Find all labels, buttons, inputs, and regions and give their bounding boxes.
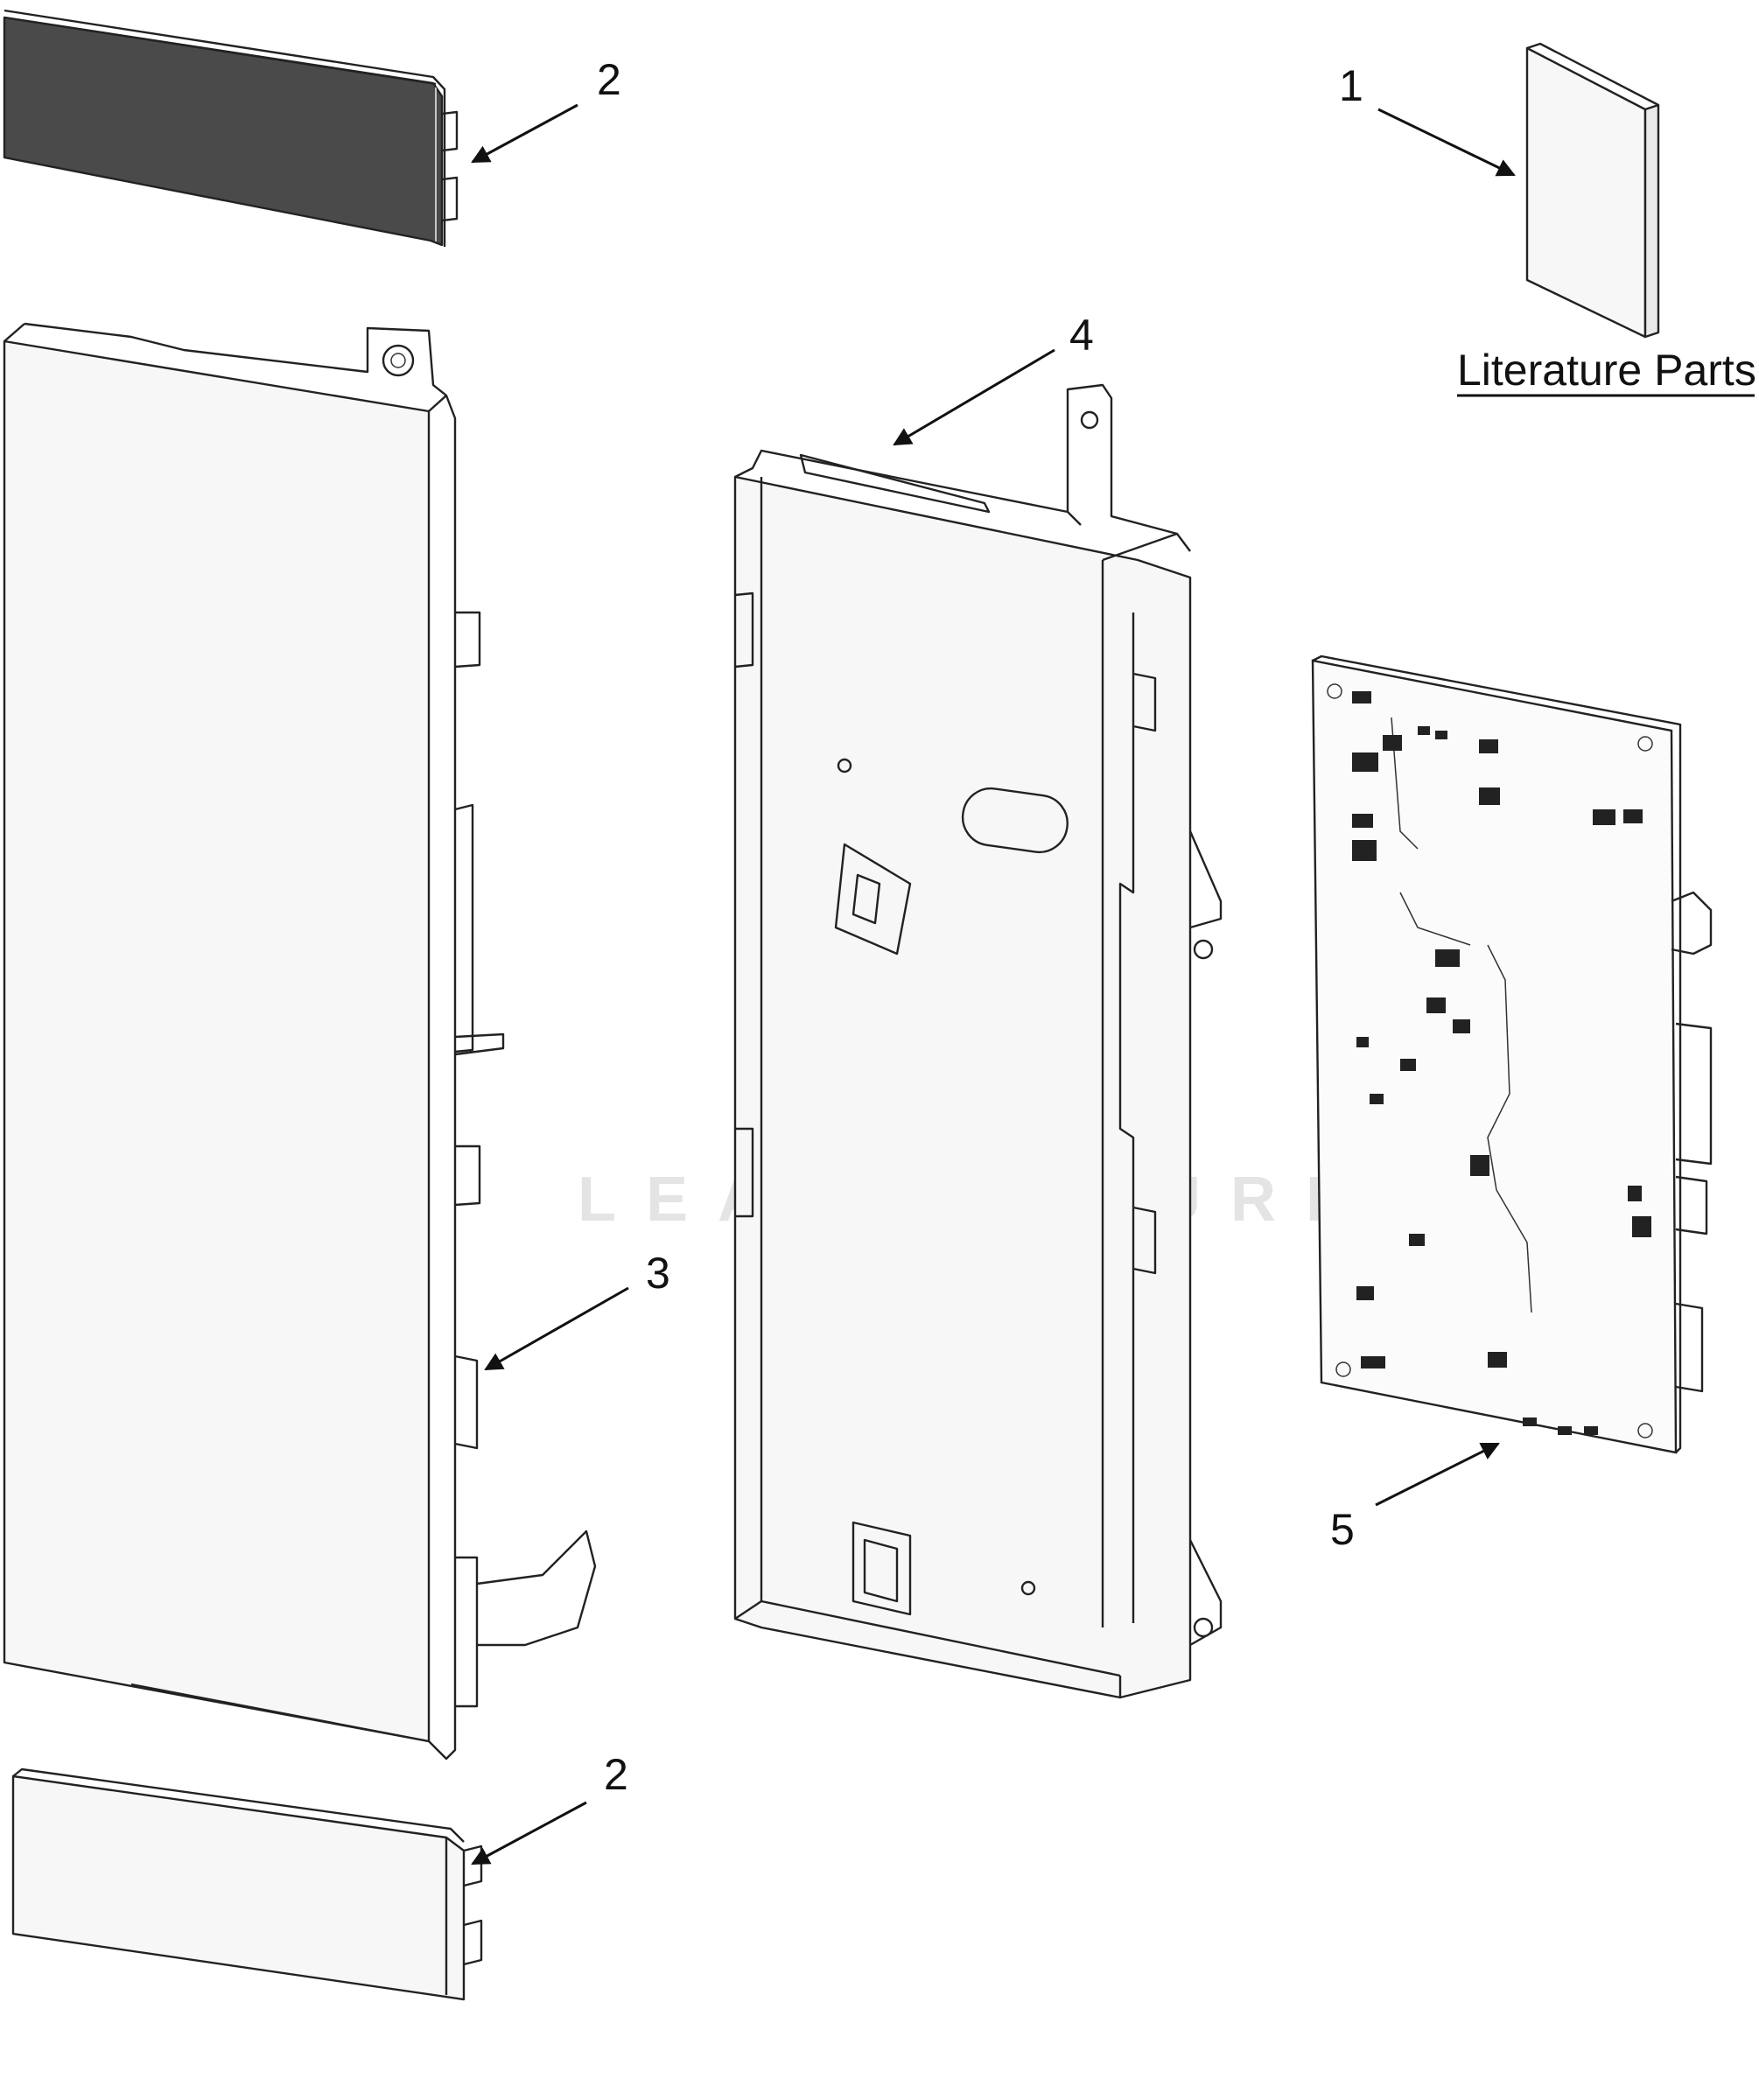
callout-leader-3: [484, 1286, 629, 1371]
callout-label-2-top: 2: [597, 55, 621, 104]
callout-leader-2-top: [471, 103, 578, 164]
circuit-board: [1311, 654, 1713, 1454]
section-title: Literature Parts: [1457, 346, 1756, 395]
callout-label-3: 3: [646, 1249, 670, 1298]
callout-leader-1: [1377, 108, 1516, 177]
callout-leader-4: [893, 348, 1055, 446]
front-panel: [3, 322, 597, 1760]
housing: [733, 383, 1223, 1699]
callout-leader-5: [1375, 1442, 1500, 1507]
end-cap-bottom: [11, 1768, 483, 2001]
callout-label-5: 5: [1330, 1505, 1355, 1554]
callout-label-2-bottom: 2: [604, 1750, 628, 1799]
literature: [1525, 42, 1660, 339]
callout-label-1: 1: [1339, 61, 1363, 110]
end-cap-top: [3, 9, 459, 247]
callout-label-4: 4: [1069, 311, 1094, 360]
callout-leader-2-bottom: [471, 1801, 587, 1866]
